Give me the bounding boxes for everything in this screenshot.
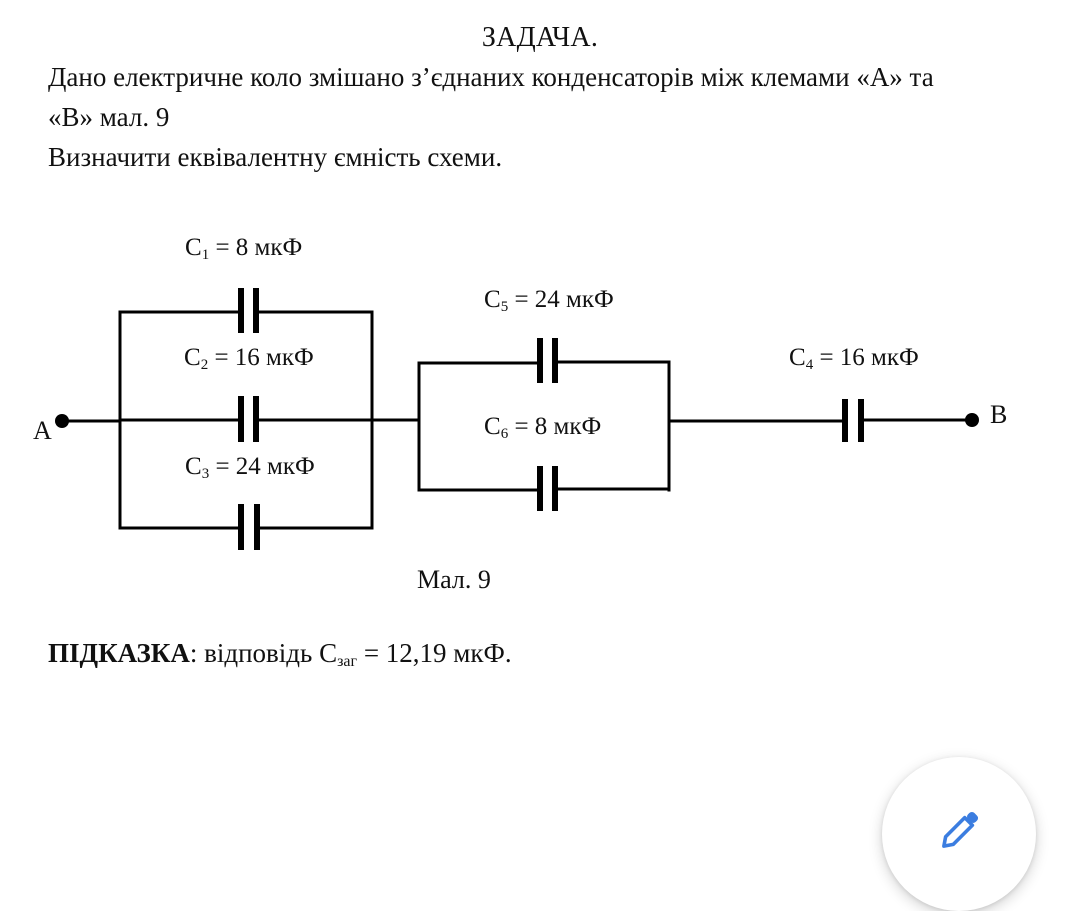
terminal-a-label: A (33, 416, 52, 445)
hint-line: ПІДКАЗКА: відповідь Cзаг = 12,19 мкФ. (48, 638, 512, 671)
task-question: Визначити еквівалентну ємність схеми. (48, 142, 503, 172)
capacitor-c1-label: C1 = 8 мкФ (185, 234, 302, 264)
capacitor-c2-symbol: C (184, 344, 201, 371)
capacitor-c6-index: 6 (500, 426, 509, 442)
capacitor-c1-symbol: C (185, 234, 202, 261)
capacitor-c5-index: 5 (500, 299, 509, 315)
task-title: ЗАДАЧА. (481, 22, 599, 53)
hint-text-after: = 12,19 мкФ. (357, 638, 512, 668)
capacitor-c4-label: C4 = 16 мкФ (789, 344, 919, 374)
task-description-line-1: Дано електричне коло змішано з’єднаних к… (48, 62, 934, 92)
task-description-line-2: «В» мал. 9 (48, 102, 170, 132)
capacitor-c6-symbol: C (484, 413, 501, 440)
capacitor-c2-index: 2 (200, 357, 209, 373)
pencil-icon (942, 811, 979, 848)
terminal-a-node (55, 414, 69, 428)
terminal-b-node (965, 413, 979, 427)
hint-text-before: : відповідь C (189, 638, 338, 668)
capacitor-c5-symbol: C (484, 286, 501, 313)
parallel-block-1 (118, 288, 374, 550)
capacitor-c4-value: = 16 мкФ (819, 344, 919, 371)
capacitor-c3-value: = 24 мкФ (215, 453, 315, 480)
terminal-b-label: B (990, 400, 1008, 429)
capacitor-c6-value: = 8 мкФ (514, 413, 602, 440)
capacitor-c3-index: 3 (201, 466, 210, 482)
capacitor-c1-index: 1 (201, 247, 210, 263)
capacitor-c1-value: = 8 мкФ (215, 234, 303, 261)
capacitor-c5-value: = 24 мкФ (514, 286, 614, 313)
parallel-block-2 (417, 338, 671, 511)
capacitor-c2-value: = 16 мкФ (214, 344, 314, 371)
capacitor-c4-index: 4 (805, 357, 814, 373)
capacitor-c6-label: C6 = 8 мкФ (484, 413, 601, 443)
capacitor-c3-symbol: C (185, 453, 202, 480)
capacitor-c3-label: C3 = 24 мкФ (185, 453, 315, 483)
hint-label: ПІДКАЗКА (48, 638, 190, 668)
edit-fab-button[interactable] (882, 757, 1036, 911)
hint-subscript: заг (337, 653, 358, 670)
capacitor-c4-symbol: C (789, 344, 806, 371)
capacitor-c2-label: C2 = 16 мкФ (184, 344, 314, 374)
figure-caption: Мал. 9 (417, 565, 491, 594)
capacitor-c5-label: C5 = 24 мкФ (484, 286, 614, 316)
